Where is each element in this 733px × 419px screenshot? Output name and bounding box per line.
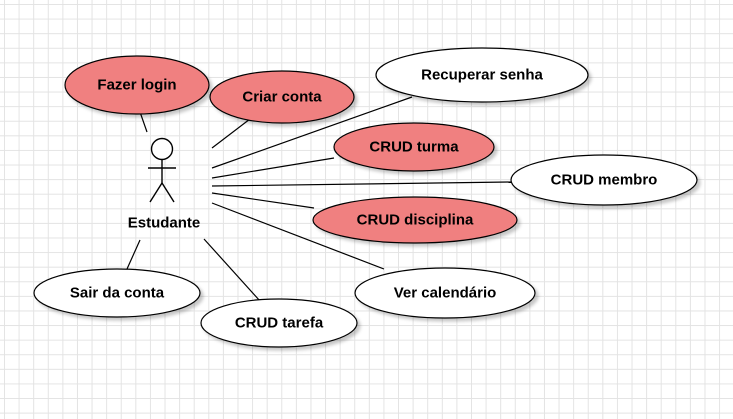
usecase-crud-disciplina[interactable]: CRUD disciplina — [312, 196, 518, 244]
usecase-sair-da-conta[interactable]: Sair da conta — [33, 268, 201, 318]
usecase-label: Ver calendário — [394, 285, 497, 302]
usecase-crud-turma[interactable]: CRUD turma — [333, 122, 495, 172]
usecase-label: CRUD tarefa — [235, 315, 324, 332]
usecase-shape — [333, 122, 495, 172]
usecase-shape — [209, 70, 355, 124]
usecase-shape — [200, 298, 358, 348]
usecase-shape — [312, 196, 518, 244]
usecase-ver-calendario[interactable]: Ver calendário — [354, 267, 536, 319]
actor-estudante[interactable] — [148, 137, 176, 203]
usecase-crud-tarefa[interactable]: CRUD tarefa — [200, 298, 358, 348]
usecase-shape — [375, 47, 589, 103]
usecase-label: Fazer login — [97, 77, 176, 94]
usecase-shape — [354, 267, 536, 319]
usecase-label: CRUD membro — [551, 172, 658, 189]
actor-left-leg — [149, 182, 163, 203]
association-sair-da-conta — [126, 239, 141, 270]
association-recuperar-senha — [211, 96, 413, 169]
usecase-label: Criar conta — [242, 89, 322, 106]
association-fazer-login — [139, 111, 148, 133]
usecase-label: CRUD disciplina — [357, 212, 474, 229]
actor-label: Estudante — [128, 215, 201, 232]
actor-head — [150, 137, 174, 161]
usecase-label: Recuperar senha — [421, 67, 543, 84]
usecase-shape — [64, 55, 210, 115]
usecase-fazer-login[interactable]: Fazer login — [64, 55, 210, 115]
actor-right-leg — [161, 182, 175, 203]
usecase-recuperar-senha[interactable]: Recuperar senha — [375, 47, 589, 103]
usecase-label: Sair da conta — [70, 285, 165, 302]
usecase-label: CRUD turma — [369, 139, 459, 156]
association-criar-conta — [211, 118, 251, 149]
usecase-criar-conta[interactable]: Criar conta — [209, 70, 355, 124]
usecase-shape — [510, 154, 698, 206]
association-crud-turma — [211, 157, 335, 179]
association-crud-membro — [211, 181, 512, 187]
usecase-shape — [33, 268, 201, 318]
usecase-crud-membro[interactable]: CRUD membro — [510, 154, 698, 206]
association-lines — [126, 96, 512, 302]
association-crud-tarefa — [203, 238, 261, 302]
association-ver-calendario — [211, 202, 385, 270]
association-crud-disciplina — [211, 192, 315, 209]
